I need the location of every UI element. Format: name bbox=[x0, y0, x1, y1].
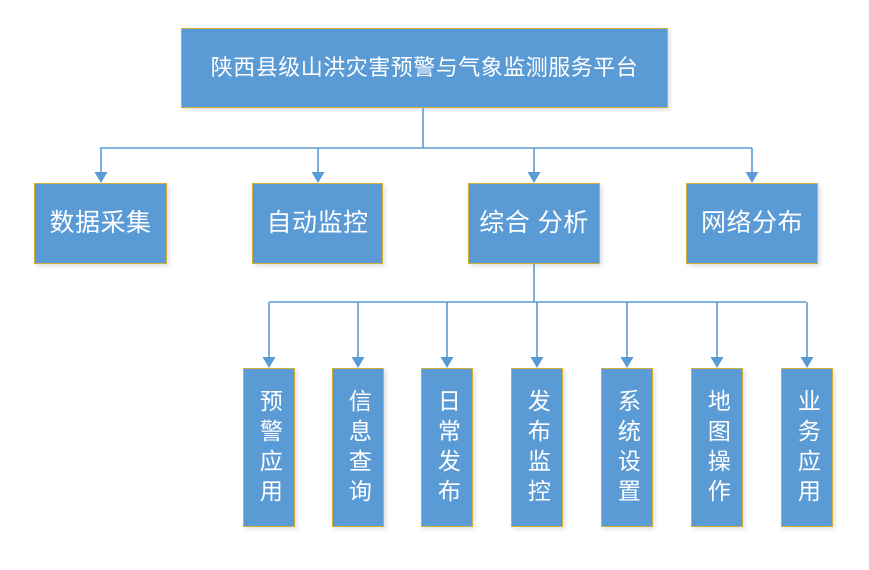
connectors-to-level2 bbox=[100, 108, 753, 173]
level3-node-3[interactable]: 日常发布 bbox=[421, 368, 473, 527]
level2-node-4[interactable]: 网络分布 bbox=[686, 183, 818, 264]
level3-node-7[interactable]: 业务应用 bbox=[781, 368, 833, 527]
level3-node-1[interactable]: 预警应用 bbox=[243, 368, 295, 527]
level2-node-2[interactable]: 自动监控 bbox=[252, 183, 383, 264]
level3-node-4[interactable]: 发布监控 bbox=[511, 368, 563, 527]
level3-node-2[interactable]: 信息查询 bbox=[332, 368, 384, 527]
level2-node-1[interactable]: 数据采集 bbox=[34, 183, 167, 264]
connectors-to-level3 bbox=[268, 264, 808, 358]
level3-node-5[interactable]: 系统设置 bbox=[601, 368, 653, 527]
root-node-platform-title[interactable]: 陕西县级山洪灾害预警与气象监测服务平台 bbox=[181, 28, 668, 108]
level2-node-3[interactable]: 综合 分析 bbox=[468, 183, 600, 264]
level3-node-6[interactable]: 地图操作 bbox=[691, 368, 743, 527]
